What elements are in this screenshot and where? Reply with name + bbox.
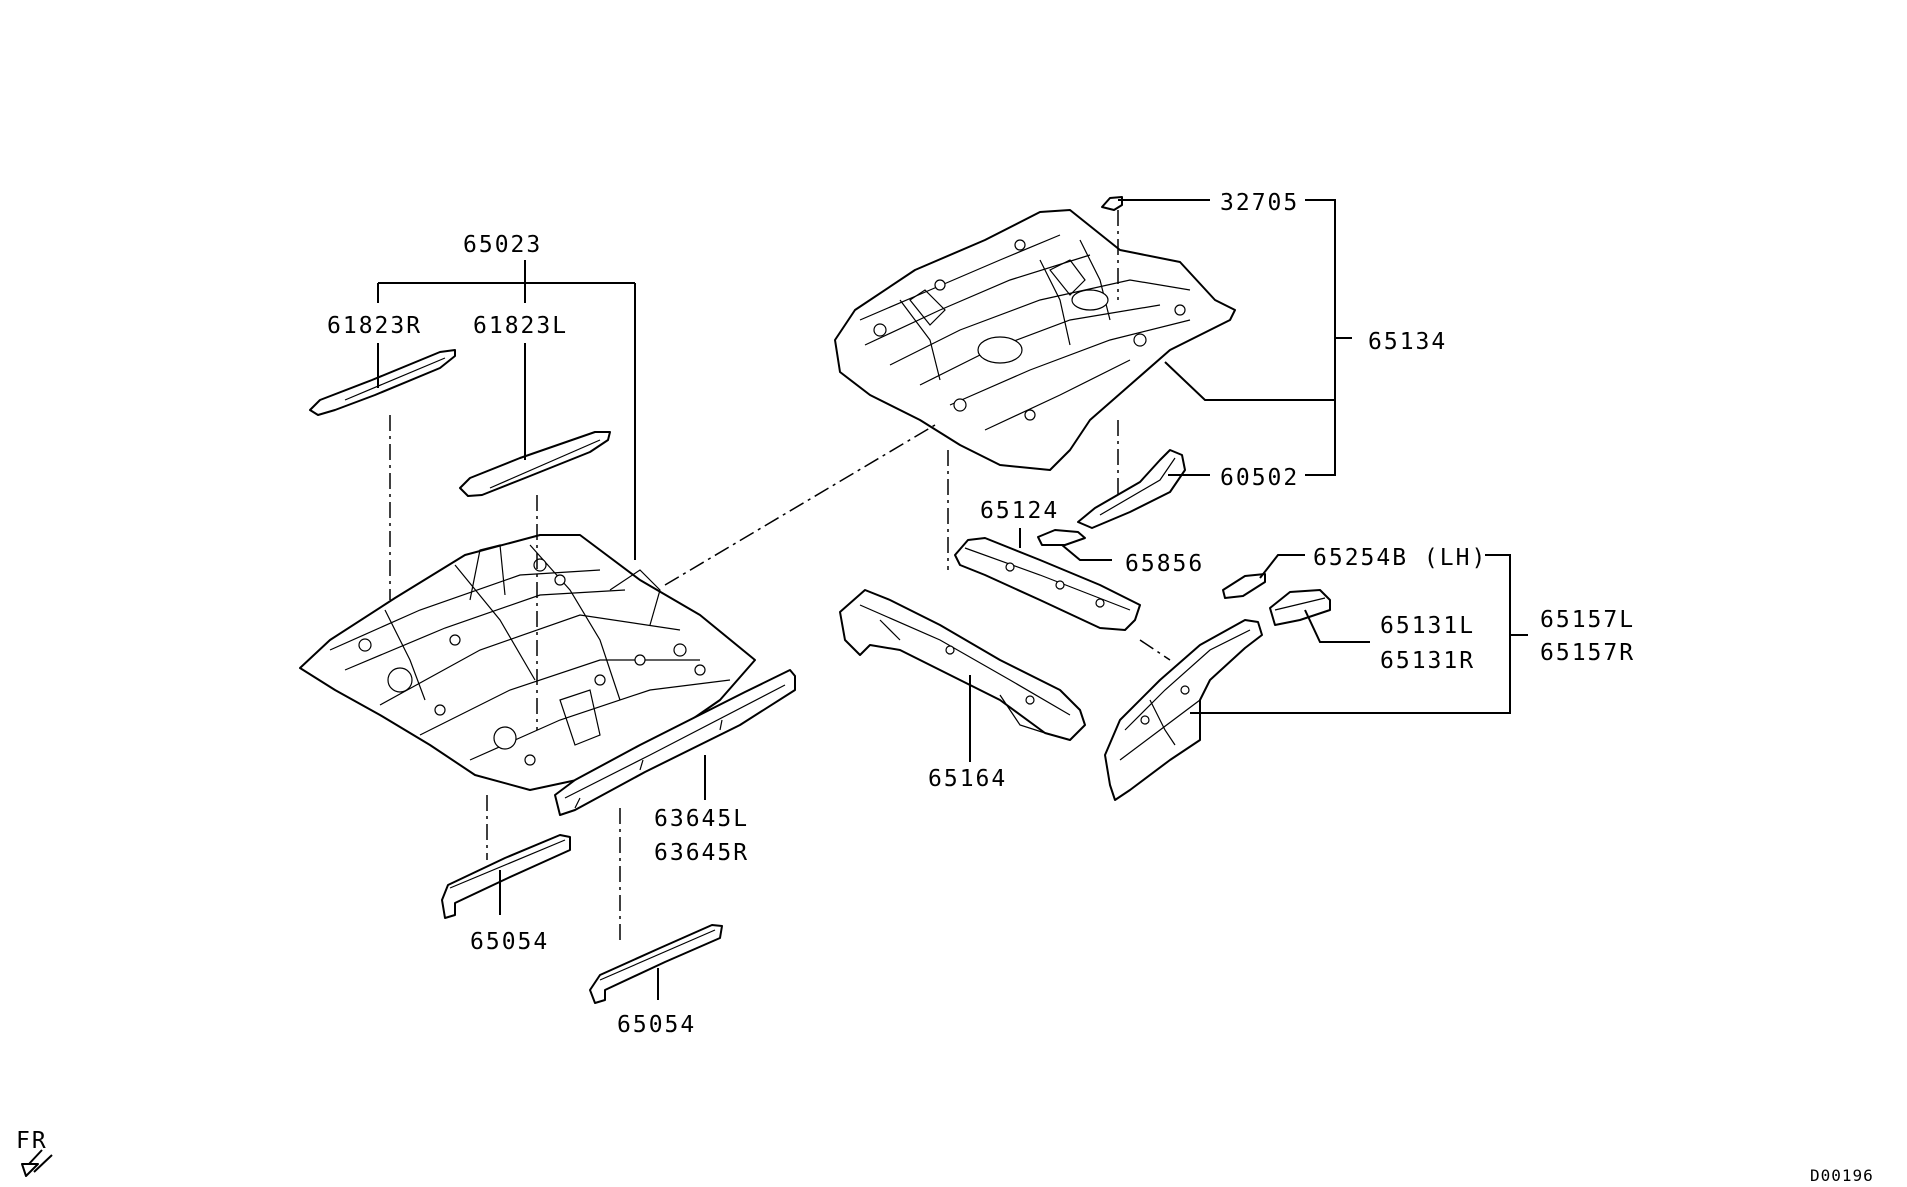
rear-crossmember-65164 (839, 589, 1086, 741)
label-65254B-LH: 65254B (LH) (1313, 545, 1487, 571)
label-65124: 65124 (980, 498, 1059, 524)
floor-reinforcement-61823L (459, 431, 611, 497)
label-65157L: 65157L (1540, 607, 1635, 633)
bracket-32705 (1101, 196, 1123, 211)
rear-floor-crossmember-65124 (954, 537, 1141, 631)
part-labels: 65023 61823R 61823L 32705 65134 60502 65… (327, 190, 1635, 1038)
reinforcement-65131 (1269, 589, 1331, 626)
label-32705: 32705 (1220, 190, 1299, 216)
floor-reinforcement-61823R (309, 349, 456, 416)
floor-side-member-65054-a (441, 834, 571, 919)
alignment-lines (389, 210, 1171, 945)
label-65157R: 65157R (1540, 640, 1635, 666)
side-sill-inner-63645 (554, 669, 796, 816)
bracket-65856 (1037, 529, 1086, 546)
rear-floor-side-member-60502 (1077, 449, 1186, 529)
rear-side-member-65157 (1104, 619, 1263, 801)
label-65054-a: 65054 (470, 929, 549, 955)
front-direction-indicator: FR (16, 1128, 53, 1177)
label-65856: 65856 (1125, 551, 1204, 577)
fr-label: FR (16, 1128, 48, 1154)
floor-side-member-65054-b (589, 924, 723, 1004)
front-floor-pan (299, 534, 756, 791)
reinforcement-65254B (1222, 573, 1266, 599)
label-61823L: 61823L (473, 313, 568, 339)
label-65131L: 65131L (1380, 613, 1475, 639)
label-60502: 60502 (1220, 465, 1299, 491)
label-65054-b: 65054 (617, 1012, 696, 1038)
label-63645L: 63645L (654, 806, 749, 832)
label-65023: 65023 (463, 232, 542, 258)
rear-floor-pan (834, 209, 1236, 471)
label-65131R: 65131R (1380, 648, 1475, 674)
label-61823R: 61823R (327, 313, 422, 339)
front-arrow-icon (21, 1149, 53, 1177)
leader-lines (377, 199, 1528, 1000)
label-65134: 65134 (1368, 329, 1447, 355)
label-63645R: 63645R (654, 840, 749, 866)
diagram-code: D00196 (1810, 1166, 1874, 1185)
label-65164: 65164 (928, 766, 1007, 792)
